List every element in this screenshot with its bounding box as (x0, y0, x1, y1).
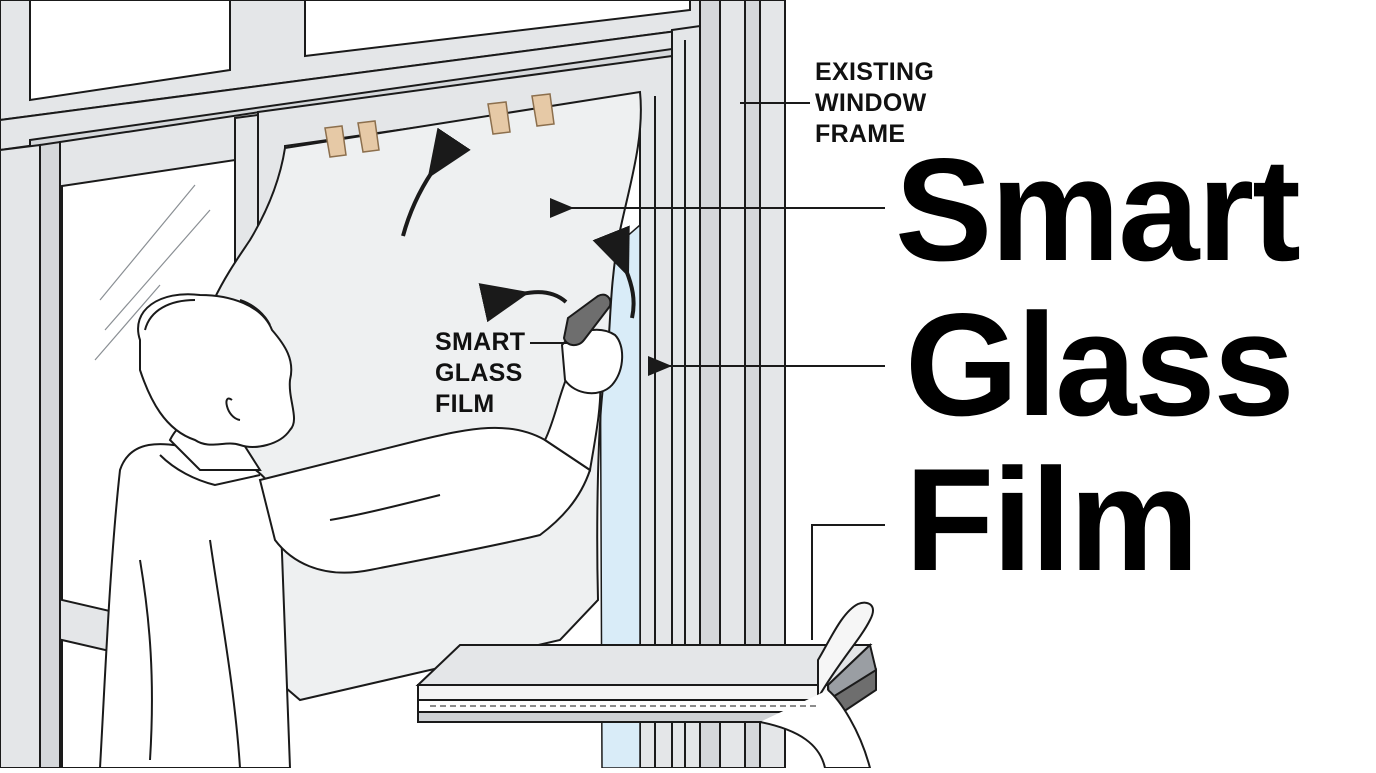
title-line-smart: Smart (895, 128, 1301, 291)
tape-strip-icon (324, 93, 555, 158)
label-line: FRAME (815, 120, 906, 148)
leader-arrow-icon (530, 102, 885, 640)
label-line: WINDOW (815, 89, 927, 117)
arrow-curved-up-icon (401, 127, 636, 323)
title-line-glass: Glass (905, 283, 1295, 446)
installer-figure (98, 293, 624, 769)
label-line: SMART (435, 328, 526, 356)
existing-window-frame-label: EXISTING WINDOW FRAME (815, 57, 934, 150)
glass-glare-lines (94, 184, 211, 361)
label-line: EXISTING (815, 58, 935, 86)
label-line: FILM (435, 390, 495, 418)
film-layer-stack-icon (415, 601, 878, 769)
smart-glass-film-label: SMART GLASS FILM (435, 327, 525, 420)
title-line-film: Film (905, 438, 1199, 601)
label-line: GLASS (435, 359, 523, 387)
